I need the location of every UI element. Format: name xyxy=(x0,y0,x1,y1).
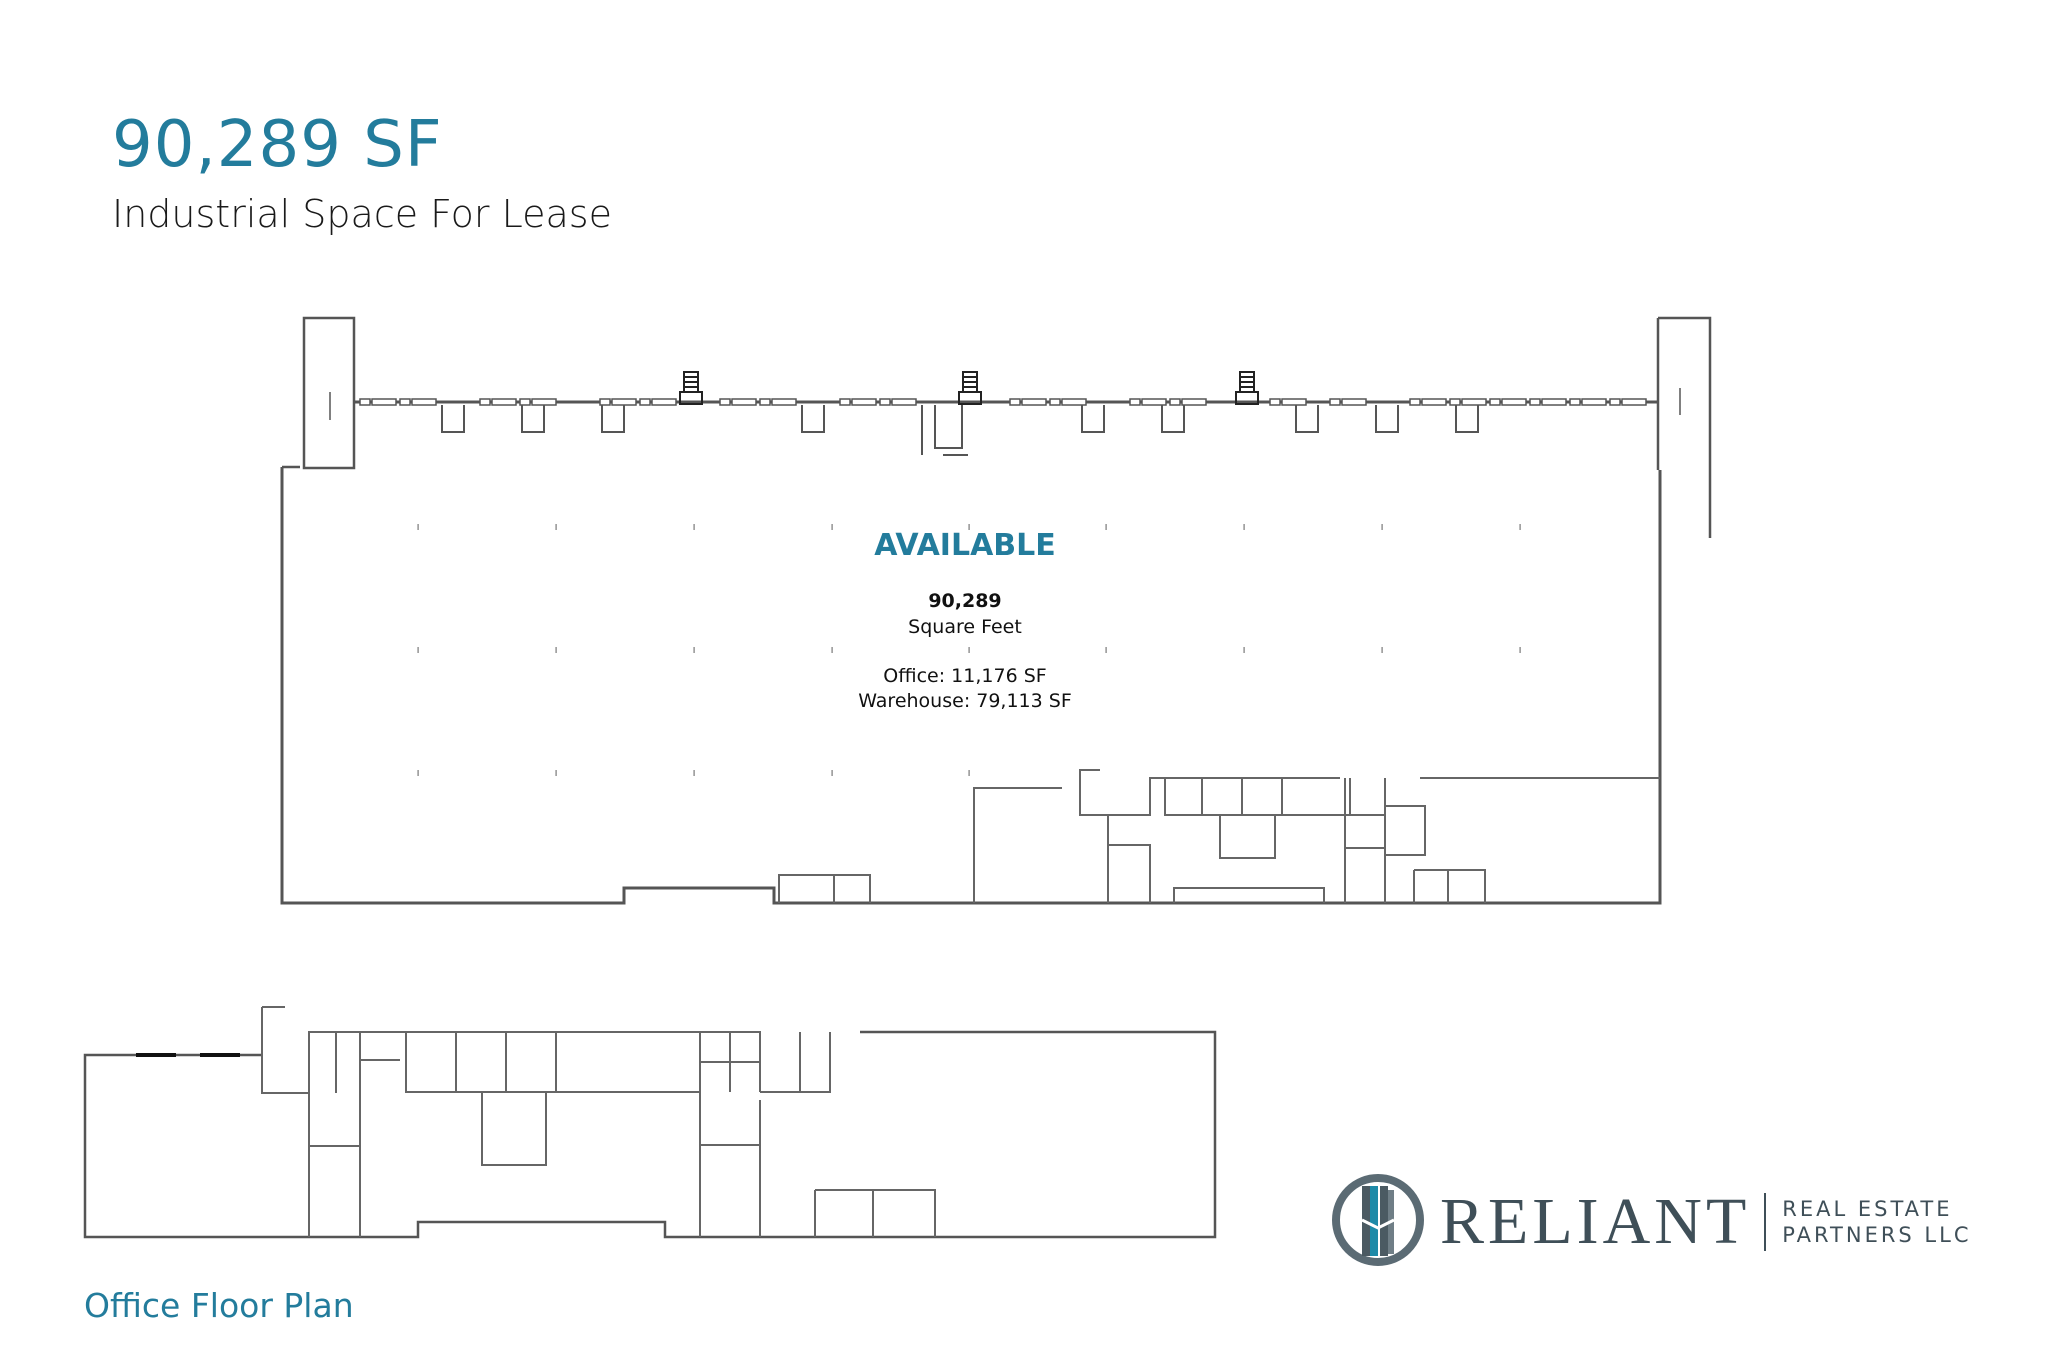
svg-text:I: I xyxy=(693,646,695,655)
office-floor-plan-label: Office Floor Plan xyxy=(84,1286,354,1325)
building-circle-logo-icon xyxy=(1330,1172,1426,1273)
warehouse-square-feet: Warehouse: 79,113 SF xyxy=(858,690,1072,712)
left-ramp xyxy=(302,316,356,470)
svg-text:I: I xyxy=(417,769,419,778)
svg-text:I: I xyxy=(831,769,833,778)
svg-text:I: I xyxy=(968,646,970,655)
svg-text:I: I xyxy=(1243,646,1245,655)
svg-text:I: I xyxy=(1381,523,1383,532)
svg-text:I: I xyxy=(1519,646,1521,655)
svg-text:I: I xyxy=(1105,523,1107,532)
total-square-feet: 90,289 xyxy=(928,590,1002,612)
svg-text:I: I xyxy=(1105,646,1107,655)
svg-text:I: I xyxy=(555,769,557,778)
svg-text:I: I xyxy=(831,523,833,532)
logo-sub-line-1: REAL ESTATE xyxy=(1782,1197,1953,1221)
page-title: 90,289 SF xyxy=(112,108,443,182)
availability-status: AVAILABLE xyxy=(874,528,1056,563)
svg-text:I: I xyxy=(1381,646,1383,655)
svg-text:I: I xyxy=(693,769,695,778)
svg-text:I: I xyxy=(1243,523,1245,532)
logo-divider xyxy=(1764,1193,1767,1251)
svg-text:I: I xyxy=(968,769,970,778)
svg-text:I: I xyxy=(968,523,970,532)
svg-text:I: I xyxy=(417,523,419,532)
svg-text:I: I xyxy=(417,646,419,655)
logo-wordmark: RELIANT xyxy=(1440,1185,1751,1258)
office-square-feet: Office: 11,176 SF xyxy=(883,665,1047,687)
company-logo: RELIANT REAL ESTATE PARTNERS LLC xyxy=(1330,1172,1972,1272)
svg-text:I: I xyxy=(693,523,695,532)
svg-text:I: I xyxy=(555,646,557,655)
svg-text:I: I xyxy=(555,523,557,532)
svg-text:I: I xyxy=(831,646,833,655)
logo-subtitle: REAL ESTATE PARTNERS LLC xyxy=(1782,1196,1971,1248)
logo-sub-line-2: PARTNERS LLC xyxy=(1782,1223,1972,1247)
svg-text:I: I xyxy=(1519,523,1521,532)
page-subtitle: Industrial Space For Lease xyxy=(112,192,612,236)
square-feet-label: Square Feet xyxy=(908,616,1022,638)
